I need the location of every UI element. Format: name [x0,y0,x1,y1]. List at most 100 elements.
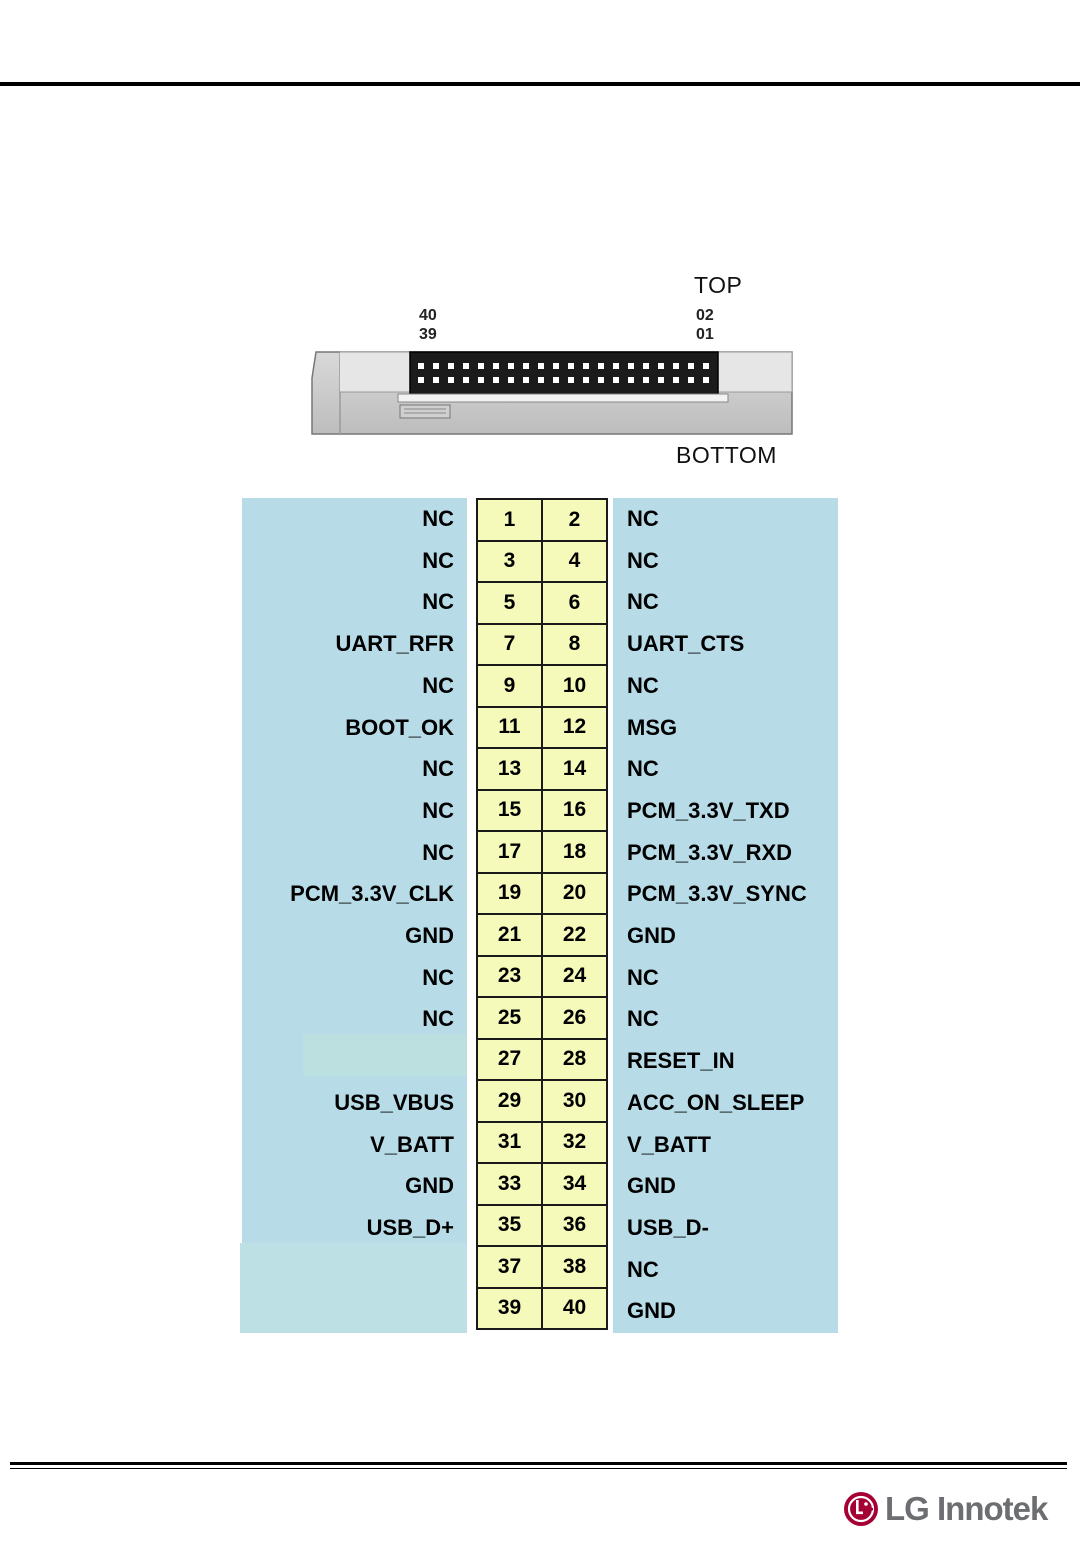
signal-name-right: ACC_ON_SLEEP [627,1089,805,1115]
pin-number-even: 32 [541,1120,608,1164]
connector-pin-hole [703,363,709,369]
connector-pin-hole [523,363,529,369]
logo-wordmark: LG Innotek [885,1490,1048,1527]
pin-number-even: 34 [541,1162,608,1206]
signal-name-right: UART_CTS [627,631,745,657]
connector-drawing [311,351,793,435]
pin-number-even: 24 [541,954,608,998]
connector-pin-hole [643,377,649,383]
pin-number-even: 18 [541,830,608,874]
connector-pin-hole [523,377,529,383]
connector-pin-hole [448,363,454,369]
pin-number-odd: 3 [476,539,543,583]
signal-name-left: NC [422,1006,454,1032]
connector-pin-label-39: 39 [419,326,437,343]
connector-pin-label-02: 02 [696,307,714,324]
signal-name-left: NC [422,756,454,782]
pin-number-odd: 29 [476,1079,543,1123]
pin-number-odd: 13 [476,747,543,791]
signal-name-left: USB_D+ [366,1214,454,1240]
signal-name-right: NC [627,1256,659,1282]
right-signal-panel [613,498,838,1333]
connector-pin-label-40: 40 [419,307,437,324]
signal-name-right: V_BATT [627,1131,711,1157]
connector-pin-hole [658,363,664,369]
connector-pin-hole [598,363,604,369]
connector-pin-hole [553,377,559,383]
signal-name-right: NC [627,1006,659,1032]
signal-name-left: GND [405,1173,454,1199]
connector-pin-hole [418,377,424,383]
connector-pin-hole [568,377,574,383]
signal-name-right: PCM_3.3V_SYNC [627,881,807,907]
connector-pin-hole [613,377,619,383]
pin-number-even: 38 [541,1245,608,1289]
connector-pin-hole [463,377,469,383]
connector-pin-hole [493,377,499,383]
left-signal-panel-blank [240,1243,467,1333]
signal-name-left: BOOT_OK [345,714,454,740]
pin-number-even: 16 [541,788,608,832]
pin-number-odd: 19 [476,871,543,915]
pin-number-even: 14 [541,747,608,791]
signal-name-right: PCM_3.3V_RXD [627,839,793,865]
pin-number-odd: 11 [476,705,543,749]
pin-number-even: 12 [541,705,608,749]
signal-name-left: NC [422,547,454,573]
pin-number-even: 20 [541,871,608,915]
pin-number-even: 40 [541,1286,608,1330]
pin-number-odd: 39 [476,1286,543,1330]
signal-name-right: NC [627,756,659,782]
connector-pin-hole [478,377,484,383]
pin-number-odd: 17 [476,830,543,874]
connector-pin-hole [628,363,634,369]
pin-number-even: 6 [541,581,608,625]
pin-number-odd: 21 [476,913,543,957]
signal-name-left: USB_VBUS [334,1089,454,1115]
pin-number-even: 30 [541,1079,608,1123]
connector-pin-hole [628,377,634,383]
connector-pin-hole [568,363,574,369]
signal-name-right: NC [627,547,659,573]
connector-pin-hole [538,363,544,369]
signal-name-right: NC [627,506,659,531]
pin-number-even: 10 [541,664,608,708]
signal-name-right: GND [627,1173,676,1199]
pin-number-odd: 33 [476,1162,543,1206]
connector-pin-hole [493,363,499,369]
connector-pin-hole [688,377,694,383]
lg-face-icon [844,1492,878,1526]
pin-number-odd: 31 [476,1120,543,1164]
pin-number-odd: 23 [476,954,543,998]
pin-number-odd: 7 [476,622,543,666]
connector-bottom-label: BOTTOM [676,442,777,468]
left-signal-panel-blank [303,1034,467,1076]
connector-pin-hole [583,377,589,383]
signal-name-right: PCM_3.3V_TXD [627,797,790,823]
signal-name-left: GND [405,923,454,948]
pin-number-odd: 15 [476,788,543,832]
signal-name-left: NC [422,672,454,698]
connector-pin-hole [508,377,514,383]
connector-pin-hole [538,377,544,383]
signal-name-right: GND [627,923,676,948]
header-rule [0,82,1080,86]
pin-number-even: 8 [541,622,608,666]
signal-name-right: MSG [627,714,678,740]
signal-name-right: NC [627,672,659,698]
signal-name-left: NC [422,797,454,823]
pin-number-odd: 9 [476,664,543,708]
connector-pin-hole [643,363,649,369]
